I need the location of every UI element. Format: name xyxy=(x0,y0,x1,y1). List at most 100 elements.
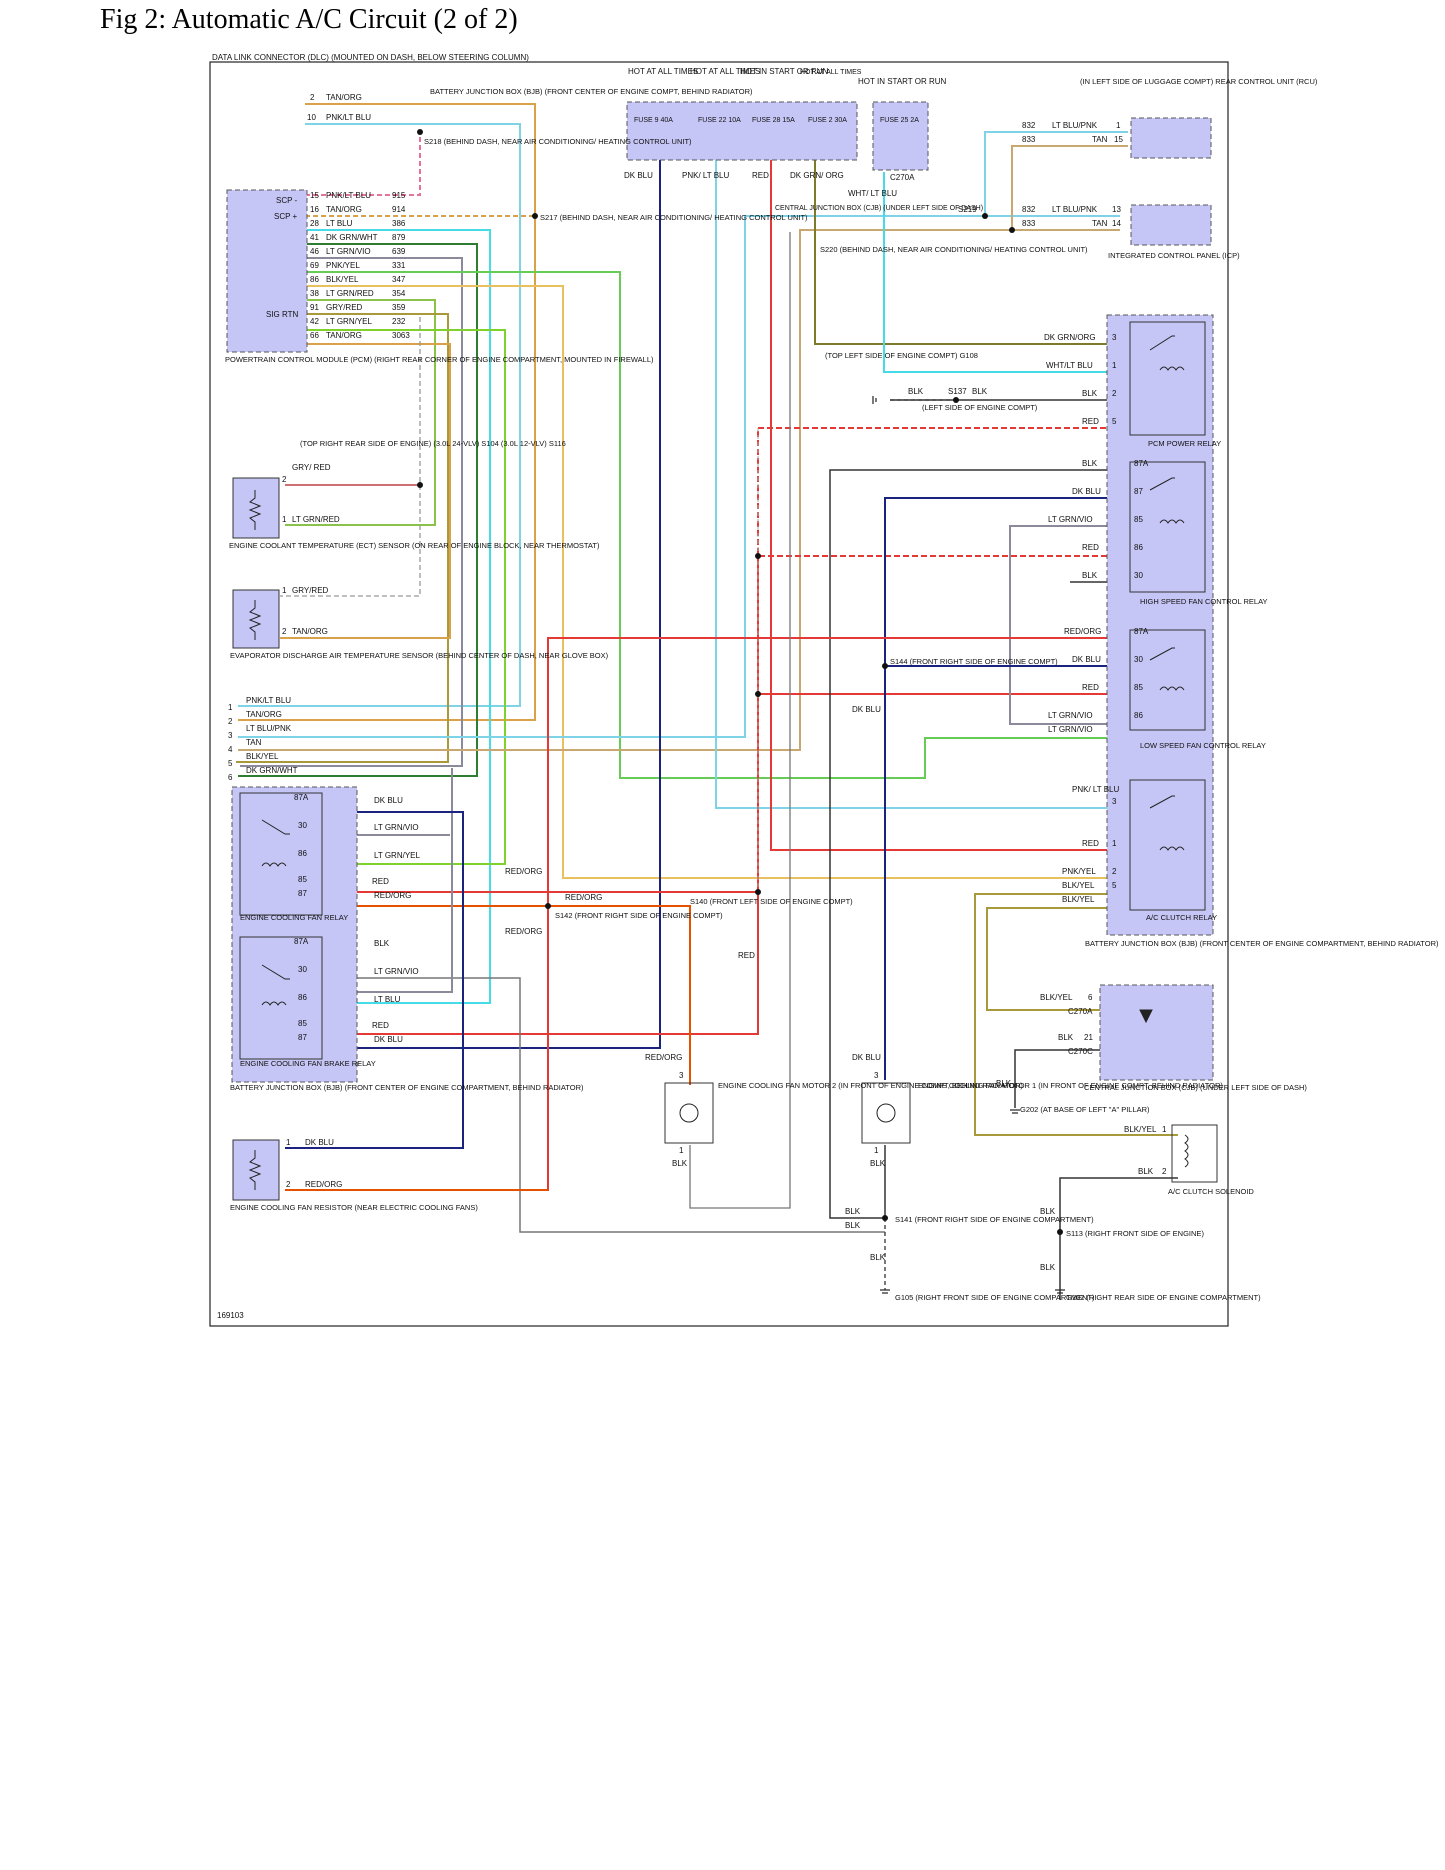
wire-label: RED xyxy=(1082,683,1099,692)
ecf-relay-label: ENGINE COOLING FAN RELAY xyxy=(240,913,348,922)
wire-motor2-blk xyxy=(689,232,791,1209)
wire-label: 85 xyxy=(298,875,307,884)
wire-label: 331 xyxy=(392,261,406,270)
g108-label: (TOP LEFT SIDE OF ENGINE COMPT) G108 xyxy=(825,351,978,360)
symbols xyxy=(248,335,1189,1190)
wire-label: RED/ORG xyxy=(505,927,542,936)
cjb-loc: CENTRAL JUNCTION BOX (CJB) (UNDER LEFT S… xyxy=(775,205,983,212)
wire-hs-dk-blu xyxy=(884,497,1115,1080)
wire-label: BLK xyxy=(996,1079,1012,1088)
wire-label: 1 xyxy=(679,1146,684,1155)
fan-resistor-symbol xyxy=(248,1150,262,1190)
fuse4-label: FUSE 2 30A xyxy=(808,117,847,124)
hs-relay-box xyxy=(1129,461,1206,593)
wire-label: BLK/YEL xyxy=(1062,895,1095,904)
ecf-relay-coil xyxy=(261,862,287,867)
wire-label: DK BLU xyxy=(374,796,403,805)
wire-label: 3 xyxy=(1112,797,1117,806)
wire-label: DK GRN/ORG xyxy=(1044,333,1096,342)
wire-label: DK BLU xyxy=(305,1138,334,1147)
wire-brake-lt-grn-vio xyxy=(325,768,453,993)
wire-label: 86 xyxy=(310,275,319,284)
wire-ac-blk-yel xyxy=(974,893,1178,1136)
wire-dlc-tan-org xyxy=(238,103,536,721)
wire-label: 28 xyxy=(310,219,319,228)
wire-label: 354 xyxy=(392,289,406,298)
wires xyxy=(236,103,1178,1300)
ecf-relay-switch xyxy=(261,819,290,835)
wire-label: 86 xyxy=(298,849,307,858)
wire-label: GRY/ RED xyxy=(292,463,331,472)
ect-label: ENGINE COOLANT TEMPERATURE (ECT) SENSOR … xyxy=(229,541,600,550)
resistor-label: ENGINE COOLING FAN RESISTOR (NEAR ELECTR… xyxy=(230,1203,478,1212)
diagram-frame xyxy=(209,61,1229,1327)
pcm-scp-plus: SCP + xyxy=(274,212,298,221)
wire-label: C270C xyxy=(1068,1047,1093,1056)
relay-column xyxy=(1106,314,1214,936)
clutch-label: A/C CLUTCH SOLENOID xyxy=(1168,1187,1254,1196)
wire-label: LT GRN/VIO xyxy=(374,823,419,832)
g108-loc: (LEFT SIDE OF ENGINE COMPT) xyxy=(922,403,1038,412)
pcm-relay-box xyxy=(1129,321,1206,436)
wire-lt-blu-pnk xyxy=(238,215,1120,738)
wire-label: PNK/ LT BLU xyxy=(1072,785,1120,794)
wire-pcm-232 xyxy=(305,329,506,865)
brake-relay-switch xyxy=(261,964,290,980)
wire-pcm-354 xyxy=(285,299,436,526)
wire-label: 1 xyxy=(282,515,287,524)
wire-clutch-blk xyxy=(1059,1177,1178,1300)
wire-label: BLK xyxy=(845,1221,861,1230)
s219-label: S219 xyxy=(958,205,977,214)
wire-label: GRY/RED xyxy=(326,303,363,312)
wire-label: TAN/ORG xyxy=(292,627,328,636)
s141-label: S141 (FRONT RIGHT SIDE OF ENGINE COMPART… xyxy=(895,1215,1094,1224)
wire-label: C270A xyxy=(890,173,915,182)
g202-label: G202 (AT BASE OF LEFT "A" PILLAR) xyxy=(1020,1105,1150,1114)
g102-label: G102 (RIGHT REAR SIDE OF ENGINE COMPARTM… xyxy=(1066,1293,1261,1302)
wire-label: 915 xyxy=(392,191,406,200)
wire-label: 30 xyxy=(298,965,307,974)
wire-hs-lt-grn-vio xyxy=(1009,525,1115,725)
wire-pcm-relay-red xyxy=(757,427,1115,557)
wire-label: 1 xyxy=(1112,361,1117,370)
wire-label: 42 xyxy=(310,317,319,326)
wire-label: WHT/LT BLU xyxy=(1046,361,1093,370)
wire-label: 1 xyxy=(1116,121,1121,130)
wire-label: BLK/YEL xyxy=(1040,993,1073,1002)
wire-label: RED xyxy=(738,951,755,960)
wire-label: LT BLU xyxy=(326,219,353,228)
wire-label: 87 xyxy=(1134,487,1143,496)
cjb-diode-symbol xyxy=(1139,1009,1153,1024)
wire-label: LT BLU/PNK xyxy=(246,724,292,733)
motor2-symbol xyxy=(679,1103,699,1123)
wire-label: BLK/YEL xyxy=(1062,881,1095,890)
wire-label: 85 xyxy=(1134,683,1143,692)
fuse2-hot: HOT AT ALL TIMES xyxy=(690,67,760,76)
wire-tan xyxy=(238,229,1120,751)
wire-label: BLK xyxy=(870,1159,886,1168)
wire-pcm-359 xyxy=(236,313,449,763)
wire-label: 41 xyxy=(310,233,319,242)
evap-sensor-box xyxy=(232,589,280,649)
wire-label: RED xyxy=(1082,839,1099,848)
fuse1-label: FUSE 9 40A xyxy=(634,117,673,124)
wire-label: 3 xyxy=(679,1071,684,1080)
wire-label: 1 xyxy=(1162,1125,1167,1134)
wire-label: LT GRN/VIO xyxy=(374,967,419,976)
wire-label: RED/ORG xyxy=(565,893,602,902)
wire-label: 91 xyxy=(310,303,319,312)
wire-hs-blk xyxy=(829,469,1115,1219)
fuse2-wire: PNK/ LT BLU xyxy=(682,171,730,180)
wire-label: 87A xyxy=(294,937,309,946)
dlc-wire2: PNK/LT BLU xyxy=(326,113,371,122)
wire-label: DK BLU xyxy=(852,705,881,714)
ac-relay-coil xyxy=(1159,846,1185,851)
wire-label: 14 xyxy=(1112,219,1121,228)
wire-label: RED xyxy=(1082,417,1099,426)
wire-label: DK BLU xyxy=(1072,487,1101,496)
wire-label: 1 xyxy=(228,703,233,712)
splice-dots xyxy=(417,129,1063,1235)
rcu-box xyxy=(1130,117,1212,159)
s142-label: S142 (FRONT RIGHT SIDE OF ENGINE COMPT) xyxy=(555,911,723,920)
wire-label: 832 xyxy=(1022,121,1036,130)
